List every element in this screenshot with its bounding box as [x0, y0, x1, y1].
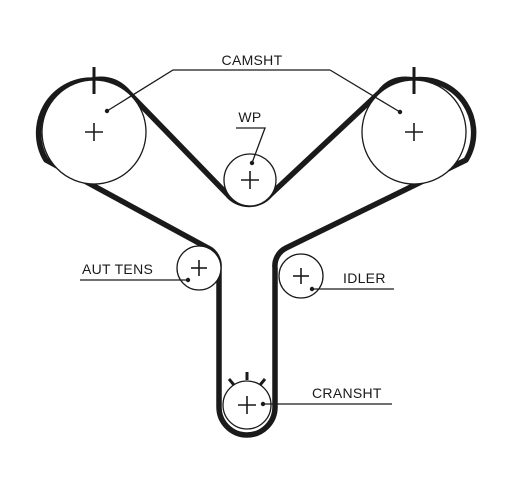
label-aut-tens: AUT TENS [82, 261, 153, 277]
wp-leader [236, 127, 266, 164]
camsht-leader-left [106, 69, 330, 112]
crank-mark-1 [227, 378, 236, 386]
label-camsht: CAMSHT [222, 52, 283, 68]
crank-mark-3 [258, 378, 267, 386]
camshaft-pulley-right [361, 67, 467, 185]
label-wp: WP [238, 109, 261, 125]
camsht-leader-right [329, 69, 401, 113]
camshaft-pulley-left [41, 67, 147, 185]
label-idler: IDLER [343, 270, 386, 286]
tensioner-pulley [176, 245, 222, 291]
water-pump-pulley [223, 153, 277, 207]
label-cranshft: CRANSHT [312, 385, 382, 401]
crankshaft-pulley [222, 372, 272, 430]
idler-pulley [278, 253, 324, 299]
